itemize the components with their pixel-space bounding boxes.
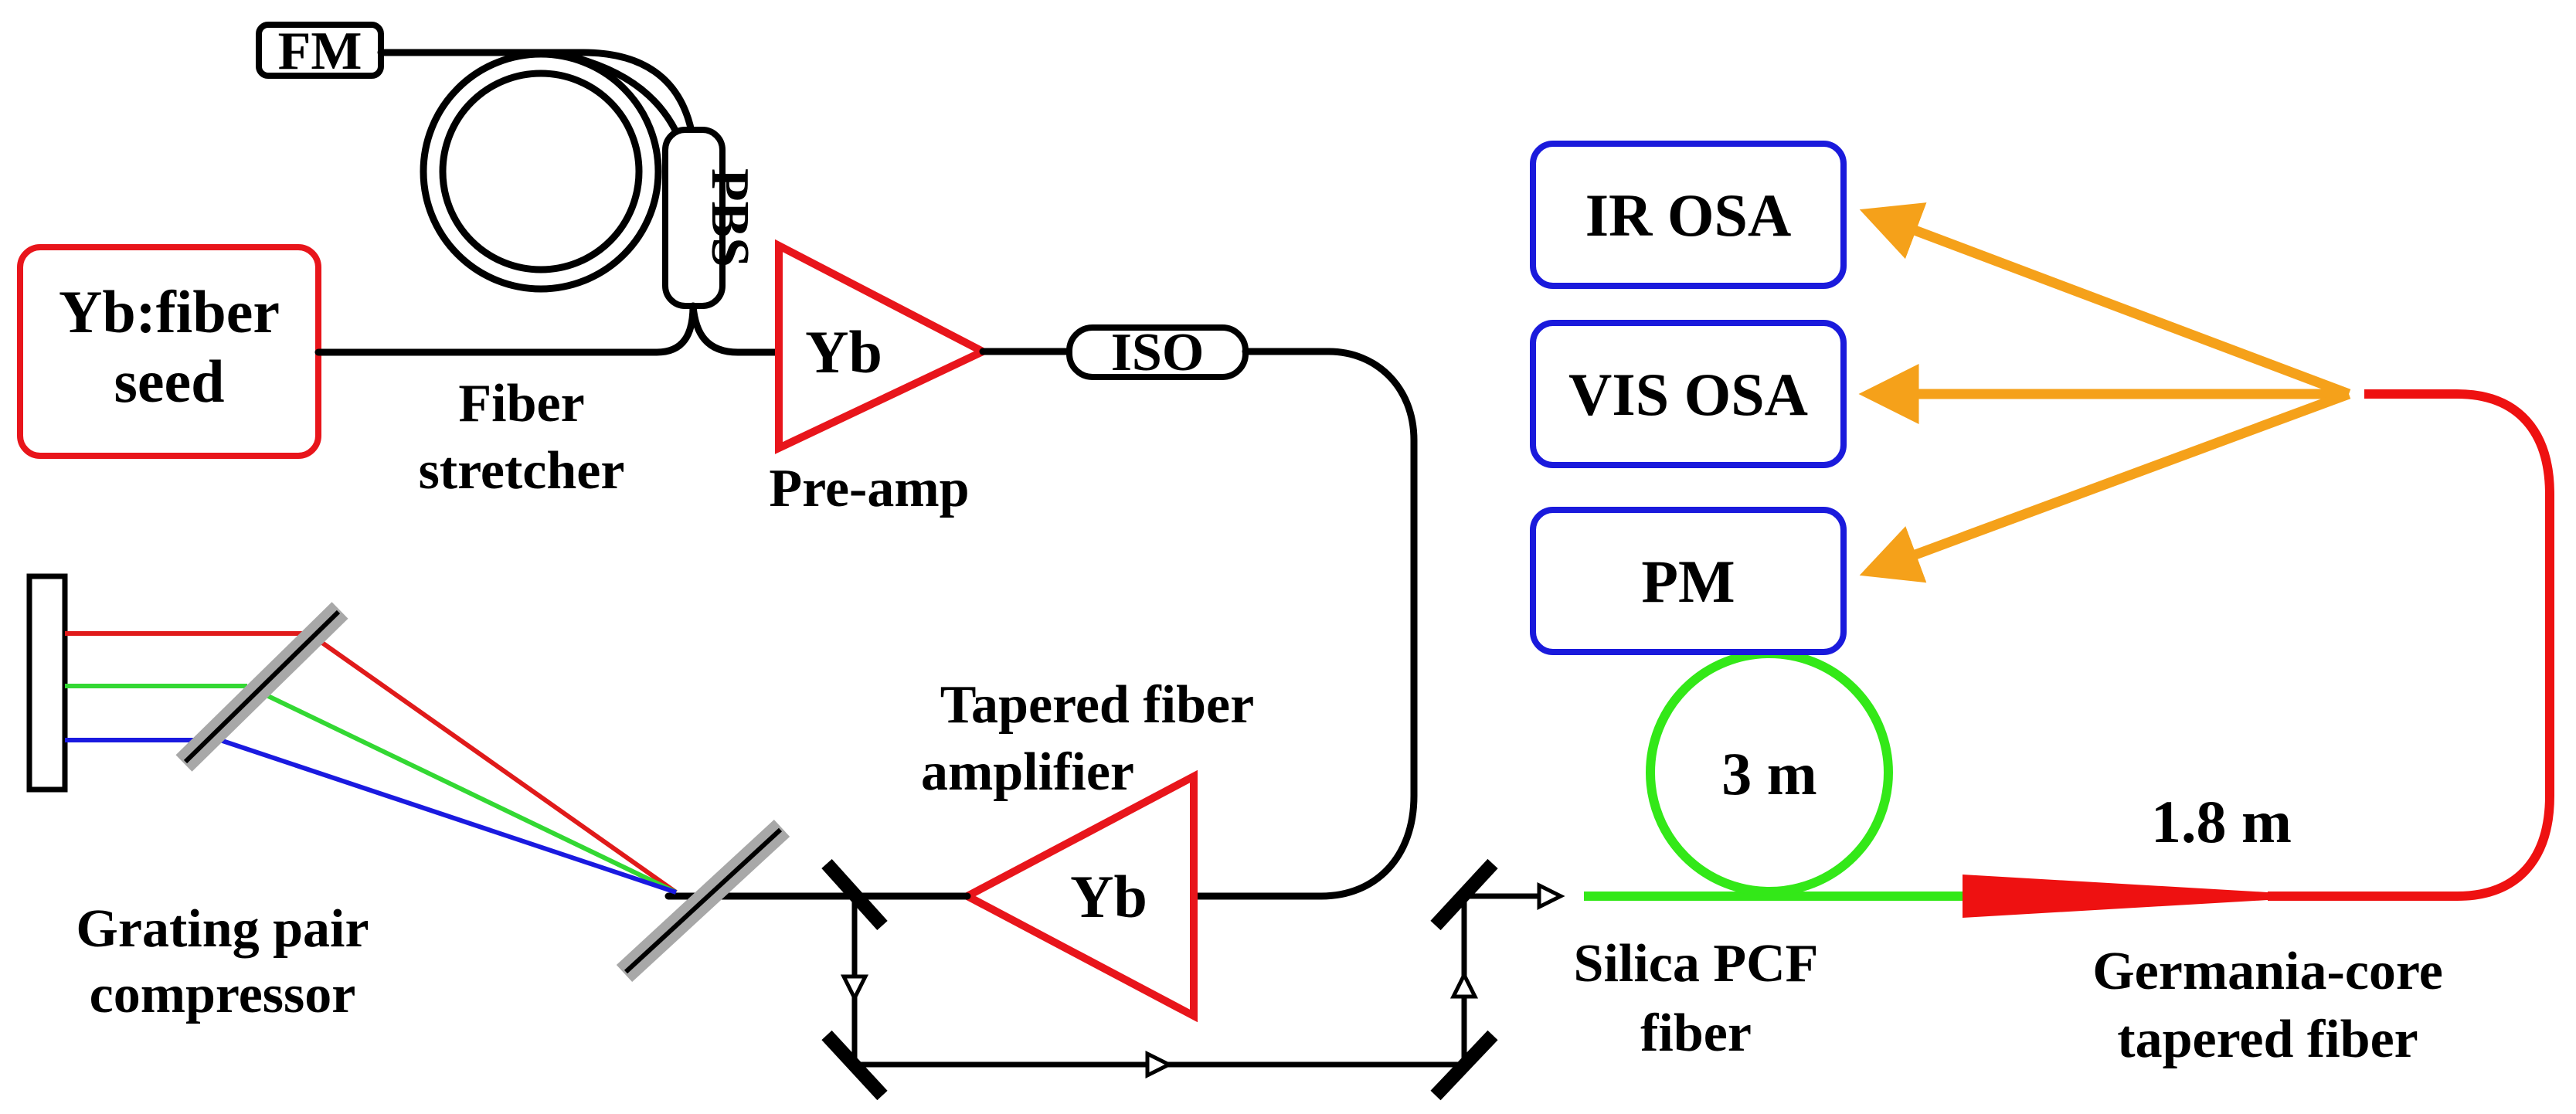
fm-label: FM bbox=[278, 22, 362, 81]
vis-osa-box bbox=[1530, 320, 1847, 468]
pbs-to-preamp-fiber bbox=[689, 302, 783, 356]
germania-fiber bbox=[2268, 389, 2554, 901]
grating-compressor bbox=[26, 573, 790, 983]
beam-red-2 bbox=[308, 631, 678, 895]
germania-label-2: tapered fiber bbox=[2117, 1010, 2418, 1069]
arrow-down bbox=[840, 974, 869, 1003]
arrow-up bbox=[1449, 970, 1479, 999]
pm-box bbox=[1530, 507, 1847, 655]
germania-taper bbox=[1963, 875, 2268, 918]
pbs-label: PBS bbox=[700, 168, 760, 267]
pcf-label-2: fiber bbox=[1640, 1004, 1752, 1063]
pcf-length-label: 3 m bbox=[1721, 740, 1816, 807]
tapered-amp-triangle bbox=[959, 769, 1198, 1023]
mirror-1 bbox=[821, 858, 888, 931]
fm-fiber bbox=[377, 49, 695, 182]
arrow-right bbox=[1145, 1050, 1174, 1079]
beam-blue-2 bbox=[219, 738, 677, 895]
preamp-label: Pre-amp bbox=[769, 459, 969, 518]
grating-label-2: compressor bbox=[90, 965, 356, 1024]
seed-label-1: Yb:fiber bbox=[59, 278, 280, 345]
tapered-amp-label-1: Tapered fiber bbox=[940, 675, 1254, 735]
arrow-into-pcf bbox=[1537, 881, 1565, 911]
vis-osa-label: VIS OSA bbox=[1568, 361, 1808, 428]
seed-label-2: seed bbox=[114, 348, 225, 415]
stretcher-label-1: Fiber bbox=[458, 374, 584, 433]
preamp-triangle bbox=[775, 239, 992, 454]
stretcher-coil-outer bbox=[420, 50, 662, 293]
seed-to-pbs-fiber bbox=[314, 302, 697, 356]
delay-line bbox=[821, 858, 1565, 1101]
output-arrow-ir bbox=[1859, 202, 2351, 399]
preamp-gain-label: Yb bbox=[805, 318, 882, 385]
fiber-stretcher: FM PBS bbox=[256, 22, 760, 309]
output-arrow-pm bbox=[1859, 389, 2351, 583]
tapered-amp-gain-label: Yb bbox=[1070, 863, 1147, 930]
stretcher-label-2: stretcher bbox=[419, 441, 625, 501]
germania-label-1: Germania-core bbox=[2092, 942, 2443, 1001]
pm-label: PM bbox=[1641, 548, 1735, 615]
germania-length-label: 1.8 m bbox=[2151, 788, 2292, 855]
iso-to-amp-fiber bbox=[1190, 348, 1418, 900]
end-mirror bbox=[26, 573, 68, 793]
grating-1-line bbox=[183, 610, 341, 764]
ir-osa-label: IR OSA bbox=[1585, 182, 1792, 249]
stretcher-coil-inner bbox=[439, 70, 643, 273]
grating-label-1: Grating pair bbox=[76, 899, 369, 959]
grating-2-line bbox=[624, 827, 783, 974]
pcf-label-1: Silica PCF bbox=[1574, 934, 1819, 993]
beam-green-2 bbox=[246, 684, 678, 895]
ir-osa-box bbox=[1530, 141, 1847, 289]
tapered-amp-label-2: amplifier bbox=[921, 742, 1134, 802]
iso-label: ISO bbox=[1111, 323, 1205, 382]
